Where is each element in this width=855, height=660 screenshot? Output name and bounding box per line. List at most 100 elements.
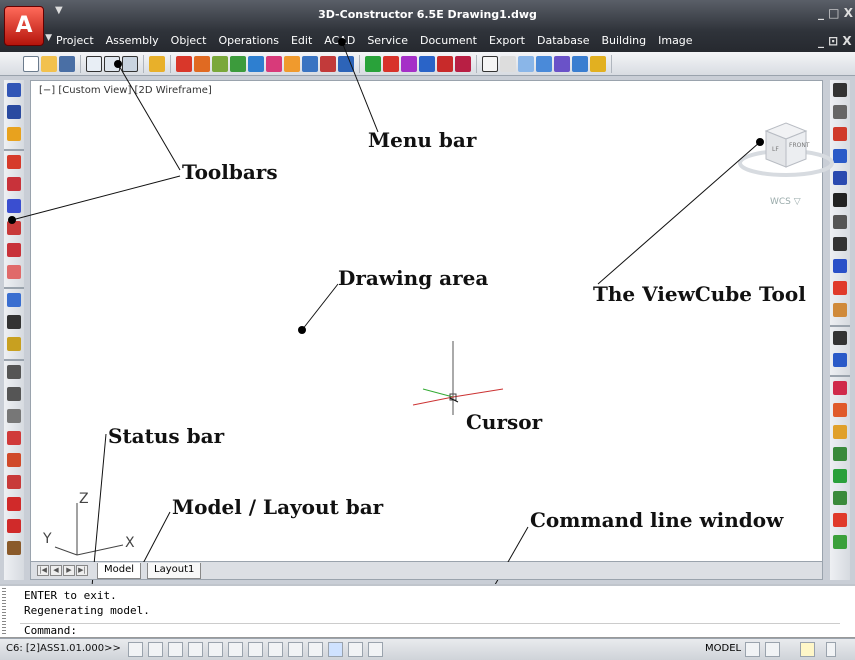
dimension-icon[interactable] <box>7 155 21 169</box>
lineweight-icon[interactable] <box>308 642 323 657</box>
pan-icon[interactable] <box>536 56 552 72</box>
snap-icon[interactable] <box>128 642 143 657</box>
coordinates-readout[interactable]: C6: [2]ASS1.01.000>> <box>6 643 121 654</box>
leader-icon[interactable] <box>7 293 21 307</box>
right-warning-icon[interactable] <box>833 513 847 527</box>
menu-assembly[interactable]: Assembly <box>105 34 159 47</box>
pencil-icon[interactable] <box>590 56 606 72</box>
right-block-icon[interactable] <box>833 171 847 185</box>
menu-export[interactable]: Export <box>488 34 525 47</box>
right-stamp-icon[interactable] <box>833 303 847 317</box>
paint-red-icon[interactable] <box>383 56 399 72</box>
right-link-icon[interactable] <box>833 215 847 229</box>
status-menu-icon[interactable] <box>826 642 836 657</box>
application-menu-button[interactable]: A ▼ <box>4 6 52 46</box>
command-input[interactable]: Command: <box>20 623 840 637</box>
left-tool-3-icon[interactable] <box>7 127 21 141</box>
menu-document[interactable]: Document <box>419 34 477 47</box>
rotate-icon[interactable] <box>7 409 21 423</box>
save-icon[interactable] <box>59 56 75 72</box>
dim-base-icon[interactable] <box>7 453 21 467</box>
plate-icon[interactable] <box>176 56 192 72</box>
left-tool-1-icon[interactable] <box>7 83 21 97</box>
section-icon[interactable] <box>248 56 264 72</box>
menu-project[interactable]: Project <box>56 34 94 47</box>
tag-icon[interactable] <box>7 337 21 351</box>
right-flag-icon[interactable] <box>833 469 847 483</box>
menu-service[interactable]: Service <box>367 34 408 47</box>
box-view-icon[interactable] <box>482 56 498 72</box>
layout-quickview-icon[interactable] <box>765 642 780 657</box>
arc-dim-icon[interactable] <box>7 221 21 235</box>
model-space-label[interactable]: MODEL <box>705 643 742 654</box>
paint-purple-icon[interactable] <box>401 56 417 72</box>
grid-toggle-icon[interactable] <box>148 642 163 657</box>
menu-database[interactable]: Database <box>536 34 590 47</box>
assembly-move-icon[interactable] <box>122 56 138 72</box>
left-tool-2-icon[interactable] <box>7 105 21 119</box>
window-controls[interactable]: _ □ X <box>818 6 853 20</box>
stack-icon[interactable] <box>320 56 336 72</box>
extrude-icon[interactable] <box>230 56 246 72</box>
right-branch-icon[interactable] <box>833 281 847 295</box>
right-weld-1-icon[interactable] <box>833 403 847 417</box>
ortho-icon[interactable] <box>168 642 183 657</box>
command-window-grip[interactable] <box>2 588 6 636</box>
angle-icon[interactable] <box>194 56 210 72</box>
dashed-line-icon[interactable] <box>7 497 21 511</box>
material-icon[interactable] <box>554 56 570 72</box>
cross-frame-icon[interactable] <box>455 56 471 72</box>
otrack-icon[interactable] <box>248 642 263 657</box>
right-doc-icon[interactable] <box>833 535 847 549</box>
tab-prev-icon[interactable]: ◀ <box>50 565 62 576</box>
paint-green-icon[interactable] <box>365 56 381 72</box>
viewcube-face-front[interactable]: FRONT <box>789 142 810 149</box>
right-weld-2-icon[interactable] <box>833 425 847 439</box>
right-erase-icon[interactable] <box>833 127 847 141</box>
tab-next-icon[interactable]: ▶ <box>63 565 75 576</box>
render-icon[interactable] <box>500 56 516 72</box>
dyn-icon[interactable] <box>288 642 303 657</box>
right-people-icon[interactable] <box>833 331 847 345</box>
polar-icon[interactable] <box>188 642 203 657</box>
dim-v-icon[interactable] <box>7 387 21 401</box>
3d-osnap-icon[interactable] <box>228 642 243 657</box>
lightbulb-icon[interactable] <box>800 642 815 657</box>
measure-icon[interactable] <box>338 56 354 72</box>
zoom-icon[interactable] <box>518 56 534 72</box>
dim-h-icon[interactable] <box>7 365 21 379</box>
quick-access-dropdown-icon[interactable]: ▼ <box>55 5 63 16</box>
viewcube-face-left[interactable]: LF <box>772 146 779 153</box>
assembly-icon[interactable] <box>86 56 102 72</box>
right-weld-3-icon[interactable] <box>833 447 847 461</box>
tab-first-icon[interactable]: |◀ <box>37 565 49 576</box>
menu-edit[interactable]: Edit <box>290 34 313 47</box>
table-icon[interactable] <box>7 265 21 279</box>
document-window-controls[interactable]: _ ⊡ X <box>818 34 852 48</box>
osnap-icon[interactable] <box>208 642 223 657</box>
ducs-icon[interactable] <box>268 642 283 657</box>
dim-ordinate-icon[interactable] <box>7 475 21 489</box>
hidden-line-icon[interactable] <box>7 519 21 533</box>
right-select-icon[interactable] <box>833 83 847 97</box>
right-slope-icon[interactable] <box>833 491 847 505</box>
menu-image[interactable]: Image <box>658 34 693 47</box>
linear-dim-icon[interactable] <box>7 177 21 191</box>
right-move-icon[interactable] <box>833 237 847 251</box>
weld-icon[interactable] <box>284 56 300 72</box>
right-frame-icon[interactable] <box>833 259 847 273</box>
viewport-label[interactable]: [−] [Custom View] [2D Wireframe] <box>39 85 212 96</box>
right-info-icon[interactable] <box>833 353 847 367</box>
viewcube[interactable]: LF FRONT <box>736 111 836 211</box>
wcs-menu[interactable]: WCS ▽ <box>770 197 801 207</box>
right-copy-icon[interactable] <box>833 193 847 207</box>
cursor-pick-icon[interactable] <box>7 315 21 329</box>
align-icon[interactable] <box>302 56 318 72</box>
grid-icon[interactable] <box>419 56 435 72</box>
frame-icon[interactable] <box>437 56 453 72</box>
circle-dim-icon[interactable] <box>7 199 21 213</box>
quick-properties-icon[interactable] <box>348 642 363 657</box>
menu-object[interactable]: Object <box>170 34 207 47</box>
tab-model[interactable]: Model <box>97 563 142 579</box>
cut-icon[interactable] <box>212 56 228 72</box>
